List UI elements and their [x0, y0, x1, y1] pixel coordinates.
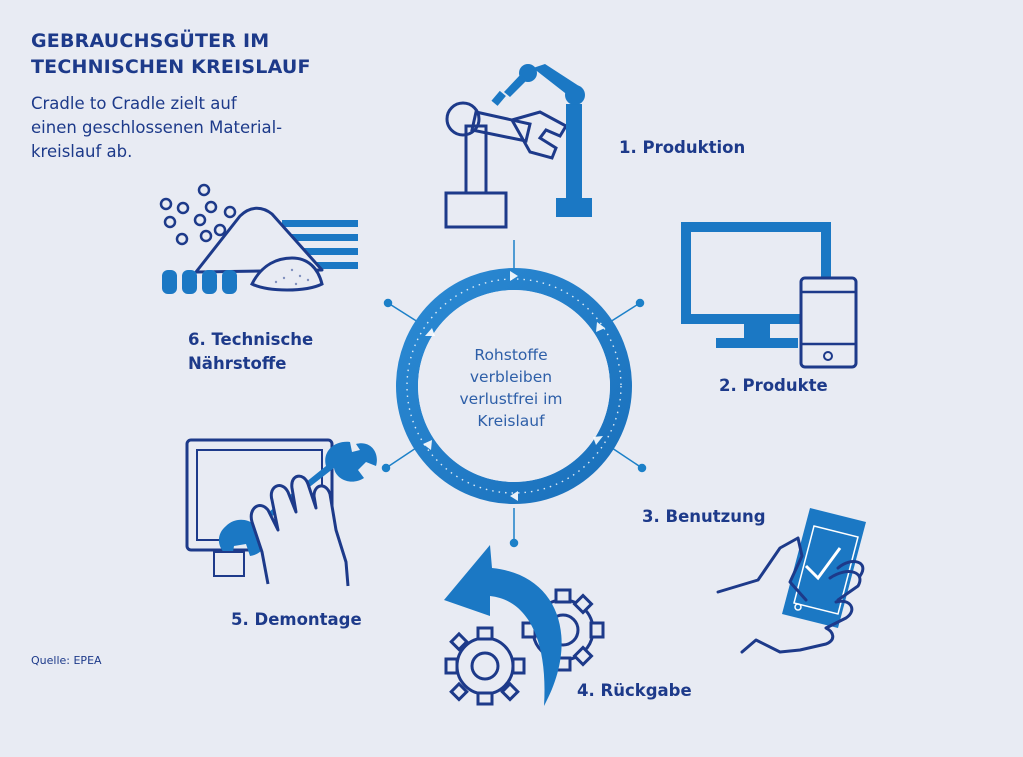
title-line-1: GEBRAUCHSGÜTER IM [31, 30, 270, 52]
title-line-2: TECHNISCHEN KREISLAUF [31, 56, 311, 78]
hand-smartphone-icon [716, 508, 866, 654]
robot-arm-icon [444, 64, 592, 229]
source-note: Quelle: EPEA [31, 654, 102, 667]
center-line-4: Kreislauf [477, 412, 545, 430]
monitor-phone-icon [681, 222, 858, 369]
subtitle-line-2: einen geschlossenen Material- [31, 118, 283, 137]
return-arrow-gears-icon [444, 545, 605, 706]
stage-label-naehrstoffe: 6. Technische Nährstoffe [188, 328, 313, 376]
page-title: GEBRAUCHSGÜTER IM TECHNISCHEN KREISLAUF [31, 28, 311, 80]
subtitle: Cradle to Cradle zielt auf einen geschlo… [31, 92, 321, 164]
hand-wrench-icon [185, 438, 377, 587]
stage-label-demontage: 5. Demontage [231, 610, 362, 629]
cycle-ring [396, 268, 632, 504]
stage-label-produktion: 1. Produktion [619, 138, 746, 157]
center-caption: Rohstoffe verbleiben verlustfrei im Krei… [436, 344, 586, 432]
center-line-1: Rohstoffe [474, 346, 548, 364]
center-line-3: verlustfrei im [459, 390, 563, 408]
stage-label-naehrstoffe-line-1: 6. Technische [188, 330, 314, 349]
subtitle-line-3: kreislauf ab. [31, 142, 133, 161]
granules-icon [159, 183, 358, 294]
connector-lines [381, 240, 647, 548]
stage-label-naehrstoffe-line-2: Nährstoffe [188, 354, 287, 373]
center-line-2: verbleiben [469, 368, 553, 386]
stage-label-produkte: 2. Produkte [719, 376, 828, 395]
subtitle-line-1: Cradle to Cradle zielt auf [31, 94, 237, 113]
stage-label-benutzung: 3. Benutzung [642, 507, 766, 526]
stage-label-rueckgabe: 4. Rückgabe [577, 681, 692, 700]
